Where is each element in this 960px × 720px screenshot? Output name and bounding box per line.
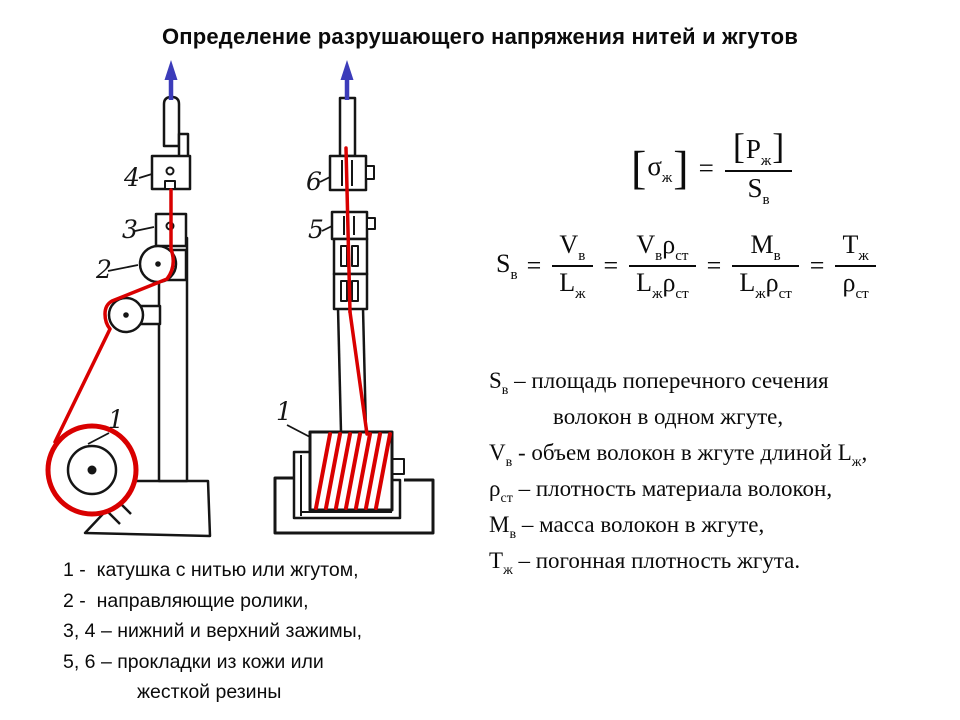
callout-lower-clamp: 3 [122, 215, 138, 244]
machine-right: 6 5 1 [273, 60, 435, 535]
legend-line: 1 - катушка с нитью или жгутом, [63, 559, 359, 581]
formula-breaking-stress: [ σж ] = [Pж] Sв [630, 127, 794, 209]
spool-windings [314, 432, 392, 510]
pad-clamp-upper-tab [365, 165, 375, 180]
guide-roller-upper-axis [155, 261, 161, 267]
legend-line: 5, 6 – прокладки из кожи или [63, 650, 324, 673]
definition-line: Vв - объем волокон в жгуте длиной Lж, [489, 440, 868, 470]
fraction: Vвρст Lжρст [629, 229, 696, 303]
upper-clamp-step [177, 132, 190, 160]
definition-line: Sв – площадь поперечного сечения [489, 368, 829, 398]
legend-line: 2 - направляющие ролики, [63, 589, 309, 612]
thread-path-right [344, 146, 369, 436]
callout-leader [286, 424, 311, 438]
pull-force-arrow-left [164, 60, 178, 100]
upper-clamp-rod [162, 95, 181, 148]
callout-leader [134, 226, 155, 232]
symbol-definitions: Sв – площадь поперечного сечения волокон… [489, 363, 939, 579]
formula-fiber-area: Sв = Vв Lж = Vвρст Lжρст = Mв Lжρст = Tж… [496, 229, 878, 303]
legend-line: 3, 4 – нижний и верхний зажимы, [63, 620, 363, 642]
definition-line: волокон в одном жгуте, [553, 404, 784, 429]
legend-line: жесткой резины [137, 681, 282, 703]
definition-line: Mв – масса волокон в жгуте, [489, 512, 765, 542]
base-right [273, 476, 435, 535]
clamp-stack-jaw [351, 245, 359, 267]
fraction: [Pж] Sв [724, 127, 793, 209]
equals-sign: = [698, 152, 714, 183]
callout-upper-clamp: 4 [123, 163, 140, 192]
spool-side-tab [391, 458, 405, 475]
lhs-term: Sв [496, 249, 518, 283]
equals-sign: = [603, 251, 619, 280]
left-bracket: [ [631, 141, 647, 194]
upper-clamp-notch [164, 180, 176, 190]
clamp-stack-jaw [351, 280, 359, 302]
right-bracket: ] [673, 141, 689, 194]
column-right [336, 307, 343, 433]
fraction: Mв Lжρст [732, 229, 799, 303]
callout-pad-upper: 6 [306, 167, 322, 196]
fraction: Tж ρст [835, 229, 876, 303]
page-title: Определение разрушающего напряжения ните… [161, 24, 799, 49]
thread-path-left [53, 188, 175, 444]
sigma-term: σж [647, 150, 673, 186]
pull-force-arrow-right [340, 60, 354, 100]
guide-roller-lower-axis [123, 312, 129, 318]
definition-line: ρст – плотность материала волокон, [489, 476, 833, 506]
upper-clamp-screw [165, 166, 175, 176]
parts-legend: 1 - катушка с нитью или жгутом, 2 - напр… [63, 555, 362, 708]
callout-leader [87, 432, 110, 445]
callout-guide-rollers: 2 [95, 255, 112, 284]
clamp-stack-jaw [340, 245, 348, 267]
callout-spool-right: 1 [276, 397, 292, 426]
callout-leader [321, 225, 333, 232]
callout-spool-left: 1 [108, 405, 124, 434]
callout-pad-lower: 5 [308, 215, 324, 244]
clamp-stack-jaw [340, 280, 348, 302]
callout-leader [107, 264, 139, 272]
callout-leader [319, 176, 331, 183]
equals-sign: = [706, 251, 722, 280]
fraction: Vв Lж [552, 229, 593, 303]
machine-left: 4 3 2 1 [45, 60, 212, 538]
pad-clamp-lower-tab [366, 217, 376, 230]
definition-line: Tж – погонная плотность жгута. [489, 548, 801, 578]
equals-sign: = [809, 251, 825, 280]
equals-sign: = [526, 251, 542, 280]
callout-leader [138, 173, 153, 179]
spool-axis [87, 465, 97, 475]
spool-bracket-right [292, 450, 402, 520]
